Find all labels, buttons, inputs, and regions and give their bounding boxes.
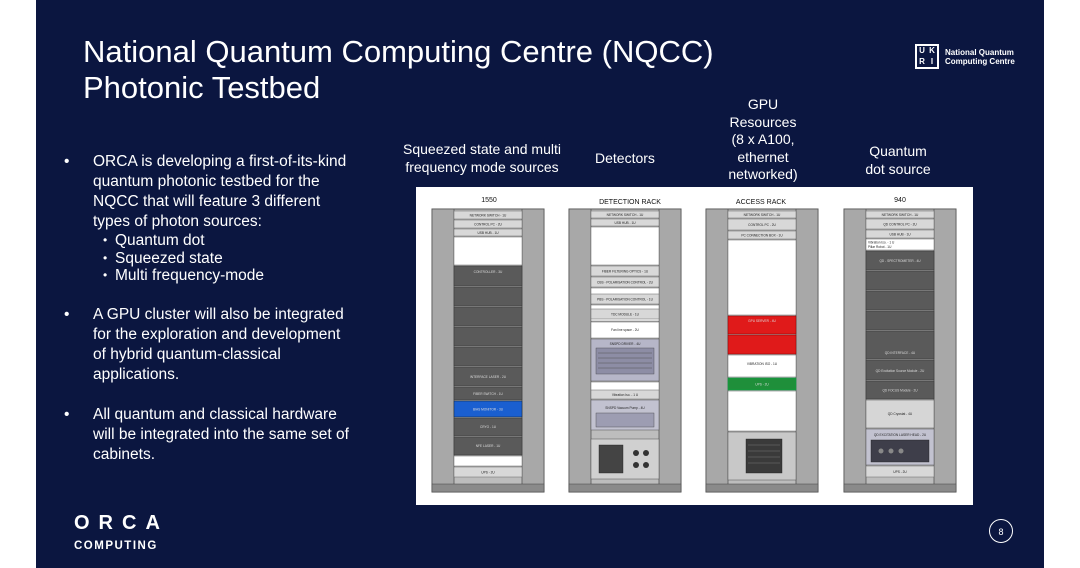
rack-slot-label: NETWORK SWITCH - 1U xyxy=(607,213,644,217)
rack-slot-label: FIBER FILTERING OPTICS - 1U xyxy=(602,270,649,274)
page-number: 8 xyxy=(989,519,1013,543)
sub-bullet-item: •Squeezed state xyxy=(103,249,223,267)
rack-access: ACCESS RACK NETWORK SWITCH - 1U CONTROL … xyxy=(705,199,819,493)
green-module xyxy=(727,377,797,391)
rack-slot-label: Vibration Iso. - 1 U xyxy=(868,241,895,245)
bullet-item: • A GPU cluster will also be integrated … xyxy=(64,305,344,383)
rack-slot-label: PC CONNECTION BOX - 1U xyxy=(741,234,783,238)
bullet-dot-icon: • xyxy=(103,233,108,247)
rack-940: 940 NETWORK SWITCH - 1U QD CONTROL PC - … xyxy=(843,197,957,493)
nqcc-logo: U K R I National Quantum Computing Centr… xyxy=(915,44,1015,69)
rack-slot-label: SNSPD DRIVER - 4U xyxy=(610,342,642,346)
bullet-list: • ORCA is developing a first-of-its-kind… xyxy=(56,152,356,485)
orca-brand: ORCA xyxy=(74,512,169,534)
title-line-2: Photonic Testbed xyxy=(83,70,321,105)
rack-title: DETECTION RACK xyxy=(599,199,661,206)
rack-slot-label: INTERFACE LASER - 2U xyxy=(470,375,507,379)
bullet-item: • All quantum and classical hardware wil… xyxy=(64,405,349,463)
rack-slot-label: QD CONTROL PC - 2U xyxy=(883,223,917,227)
rack-slot-label: VIBRATION ISO - 1U xyxy=(747,362,778,366)
rack-slot-label: UPS - 2U xyxy=(755,383,769,387)
bullet-item: • ORCA is developing a first-of-its-kind… xyxy=(56,152,356,285)
bullet-dot-icon: • xyxy=(64,153,70,170)
rack-slot-label: PBS - POLARISATION CONTROL - 1U xyxy=(597,298,653,302)
bullet-dot-icon: • xyxy=(103,250,108,265)
title-line-1: National Quantum Computing Centre (NQCC) xyxy=(83,34,714,69)
rack-1550: 1550 NETWORK SWITCH - 1U CONTROL PC - 2U… xyxy=(431,197,545,493)
rack-slot-label: CONTROL PC - 2U xyxy=(474,223,502,227)
rack-slot-label: QD FOCUS Module - 2U xyxy=(882,389,918,393)
bullet-dot-icon: • xyxy=(64,405,70,423)
rack-slot-label: CONTROLLER - 3U xyxy=(474,270,503,274)
rack-slot-label: CBS - POLARISATION CONTROL - 2U xyxy=(597,281,654,285)
rack-slot-label: BIAS MONITOR - 3U xyxy=(473,408,504,412)
rack-slot-label: USB HUB - 1U xyxy=(889,233,911,237)
orca-logo: ORCA COMPUTING xyxy=(74,512,169,552)
rack-detection: DETECTION RACK NETWORK SWITCH - 1U USB H… xyxy=(568,199,682,493)
red-module xyxy=(727,315,797,335)
rack-diagram: 1550 NETWORK SWITCH - 1U CONTROL PC - 2U… xyxy=(431,197,957,493)
rack-slot-label: CRYO - 1U xyxy=(480,425,497,429)
rack-slot-label: Pillar Robot - 1U xyxy=(868,245,892,249)
ukri-logo-icon: U K R I xyxy=(915,44,939,69)
rack-slot-label: QD - SPECTROMETER - 4U xyxy=(879,259,921,263)
rack-slot-label: NFE LASER - 1U xyxy=(476,444,501,448)
bullet-dot-icon: • xyxy=(64,305,70,323)
rack-slot-label: QD Excitation Source Module - 2U xyxy=(876,369,925,373)
rack-title: 1550 xyxy=(481,197,497,204)
nqcc-logo-text: National Quantum Computing Centre xyxy=(945,47,1015,66)
rack-title: 940 xyxy=(894,197,906,204)
sub-bullet-item: •Quantum dot xyxy=(103,232,205,249)
rack-slot-label: Fan line space - 2U xyxy=(611,328,639,332)
rack-slot-label: USB HUB - 1U xyxy=(477,231,499,235)
label-gpu-resources: GPU Resources (8 x A100, ethernet networ… xyxy=(728,96,798,182)
rack-slot-label: FIBER SWITCH - 1U xyxy=(473,392,503,396)
rack-slot-label: NETWORK SWITCH - 1U xyxy=(882,213,919,217)
blue-module xyxy=(453,400,523,418)
rack-slot-label: NETWORK SWITCH - 1U xyxy=(470,214,507,218)
rack-slot-label: USB HUB - 1U xyxy=(614,221,636,225)
rack-slot-label: UPS - 2U xyxy=(893,470,907,474)
rack-slot-label: UPS - 2U xyxy=(481,471,495,475)
sub-bullet-item: •Multi frequency-mode xyxy=(103,267,265,284)
label-squeezed-sources: Squeezed state and multi frequency mode … xyxy=(403,141,561,175)
rack-slot-label: NETWORK SWITCH - 1U xyxy=(744,213,781,217)
rack-slot-label: GPU SERVER - 4U xyxy=(748,319,776,323)
slide-title: National Quantum Computing Centre (NQCC)… xyxy=(83,34,714,106)
rack-slot-label: Vibration Iso. - 1 U xyxy=(612,393,639,397)
rack-slot-label: SNSPD Vacuum Pump - 4U xyxy=(605,406,645,410)
rack-slot-label: QD Cryostat - 4U xyxy=(888,412,913,416)
bullet-dot-icon: • xyxy=(103,268,108,282)
rack-slot-label: TDC MODULE - 1U xyxy=(611,313,640,317)
rack-slot-label: QD INTERFACE - 4U xyxy=(885,351,916,355)
red-module xyxy=(727,334,797,355)
orca-sub: COMPUTING xyxy=(74,540,158,552)
rack-diagram-panel: 1550 NETWORK SWITCH - 1U CONTROL PC - 2U… xyxy=(416,187,973,505)
rack-slot-label: CONTROL PC - 2U xyxy=(748,223,776,227)
label-quantum-dot: Quantum dot source xyxy=(865,143,931,177)
label-detectors: Detectors xyxy=(595,150,655,166)
rack-slot-label: QD EXCITATION LASER HEAD - 2U xyxy=(874,433,927,437)
rack-title: ACCESS RACK xyxy=(736,199,787,206)
slide: National Quantum Computing Centre (NQCC)… xyxy=(36,0,1044,568)
